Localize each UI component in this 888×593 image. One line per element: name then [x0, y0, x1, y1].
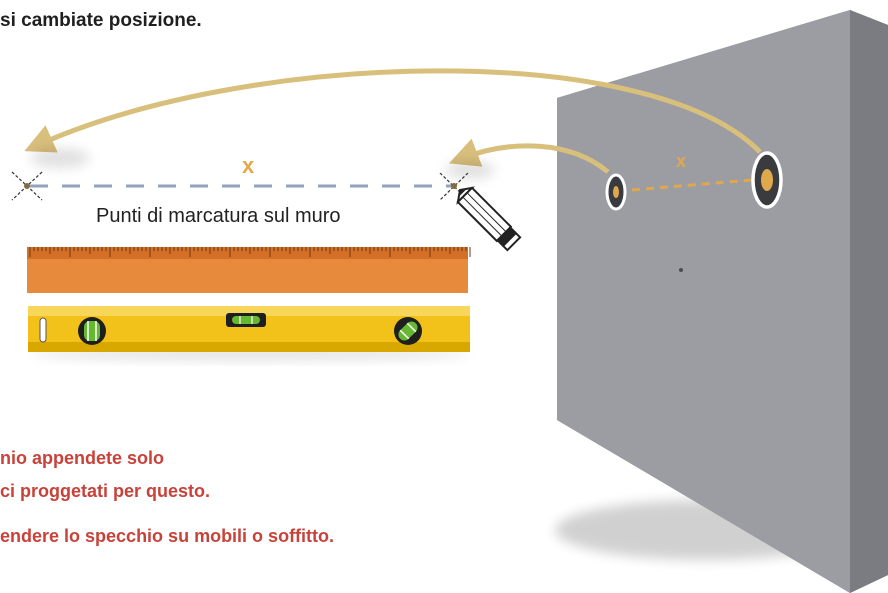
pencil-icon	[456, 186, 522, 252]
top-caption: si cambiate posizione.	[0, 10, 202, 31]
distance-label-panel: x	[676, 151, 687, 171]
hook-small	[605, 173, 627, 211]
spirit-level-icon	[28, 306, 470, 360]
mirror-panel	[555, 10, 888, 593]
marking-label: Punti di marcatura sul muro	[96, 205, 341, 227]
ruler-icon	[27, 247, 471, 293]
hook-large	[751, 151, 783, 209]
warning-line-1: nio appendete solo	[0, 448, 165, 468]
arrow-short	[448, 138, 610, 174]
mark-point-icon	[11, 171, 43, 201]
warning-line-3: endere lo specchio su mobili o soffitto.	[0, 526, 335, 546]
warning-line-2: ci proggetati per questo.	[0, 481, 211, 501]
panel-distance-line	[631, 178, 753, 192]
panel-center-dot	[679, 268, 683, 272]
distance-label-wall: x	[242, 153, 255, 178]
panel-front	[557, 10, 850, 593]
arrow-long	[24, 68, 762, 154]
